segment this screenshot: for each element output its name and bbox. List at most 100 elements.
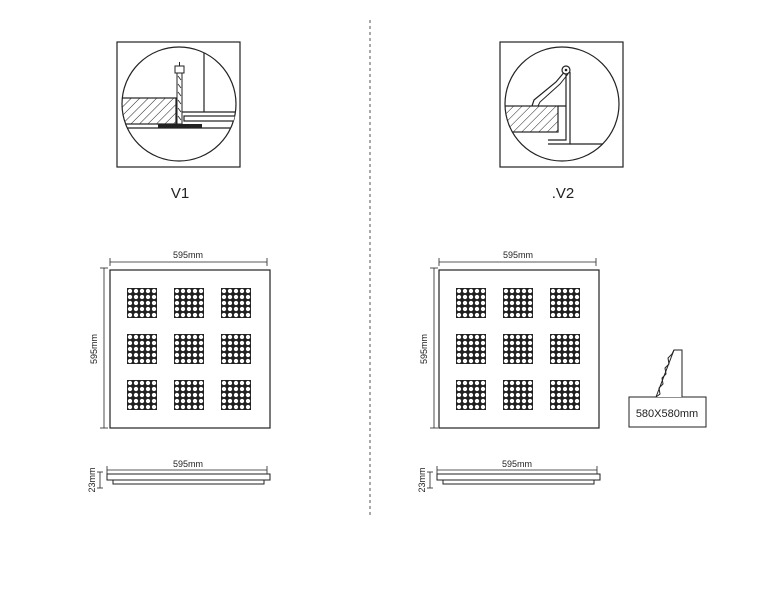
led-lens [568,294,574,300]
led-lens [174,392,180,398]
v2-width-dimension: 595mm [503,250,533,260]
led-lens [521,288,527,294]
led-lens [245,300,251,306]
led-lens [556,294,562,300]
led-lens [574,346,580,352]
led-lens [227,334,233,340]
led-lens [474,312,480,318]
led-lens [127,340,133,346]
led-lens [521,346,527,352]
led-lens [474,288,480,294]
v2-detail-frame [499,41,624,168]
led-lens [198,300,204,306]
led-lens [127,312,133,318]
led-lens [192,334,198,340]
led-lens [133,392,139,398]
led-lens [245,358,251,364]
v2-side-profile [436,473,601,481]
led-lens [509,380,515,386]
led-lens [145,334,151,340]
led-lens [233,358,239,364]
led-lens [127,334,133,340]
led-lens [562,392,568,398]
led-lens [556,392,562,398]
led-lens [221,386,227,392]
led-lens [139,312,145,318]
led-lens [556,306,562,312]
led-lens [550,386,556,392]
led-lens [221,334,227,340]
led-lens [186,300,192,306]
led-lens [145,294,151,300]
led-lens [468,334,474,340]
led-lens [509,358,515,364]
led-lens [456,404,462,410]
led-lens [568,306,574,312]
led-lens [180,306,186,312]
led-lens [521,358,527,364]
led-lens [145,358,151,364]
led-lens [145,380,151,386]
led-lens [145,352,151,358]
led-lens [550,334,556,340]
led-lens [227,306,233,312]
led-lens [151,294,157,300]
led-lens [456,398,462,404]
led-lens [480,404,486,410]
led-lens [468,352,474,358]
led-lens [192,392,198,398]
led-lens [198,312,204,318]
led-lens [509,294,515,300]
led-lens [239,352,245,358]
led-lens [174,300,180,306]
led-lens [239,386,245,392]
led-lens [556,312,562,318]
led-lens [227,294,233,300]
led-lens [509,392,515,398]
led-lens [574,300,580,306]
led-lens [192,386,198,392]
led-lens [468,312,474,318]
led-lens [227,300,233,306]
led-lens [245,346,251,352]
led-lens [521,312,527,318]
led-lens [480,334,486,340]
led-lens [527,334,533,340]
led-lens [233,404,239,410]
led-lens [233,398,239,404]
led-lens [174,404,180,410]
led-lens [515,294,521,300]
led-lens [462,334,468,340]
led-lens [133,386,139,392]
led-lens [127,380,133,386]
led-lens [503,398,509,404]
led-lens [480,386,486,392]
led-lens [556,358,562,364]
led-lens [127,392,133,398]
led-lens [468,306,474,312]
led-lens [480,380,486,386]
led-lens [221,294,227,300]
led-lens [527,300,533,306]
led-lens [180,288,186,294]
v1-height-dimension: 595mm [89,334,99,364]
led-lens [521,294,527,300]
led-lens [456,380,462,386]
led-lens [509,404,515,410]
led-lens [133,300,139,306]
led-lens [239,334,245,340]
led-lens [556,346,562,352]
led-lens [139,380,145,386]
led-lens [198,306,204,312]
led-lens [574,380,580,386]
led-lens [503,334,509,340]
led-lens [562,358,568,364]
led-lens [568,346,574,352]
led-lens [151,380,157,386]
led-lens [145,386,151,392]
led-lens [556,352,562,358]
led-lens [245,340,251,346]
led-lens [515,300,521,306]
led-lens [562,288,568,294]
led-lens [198,352,204,358]
